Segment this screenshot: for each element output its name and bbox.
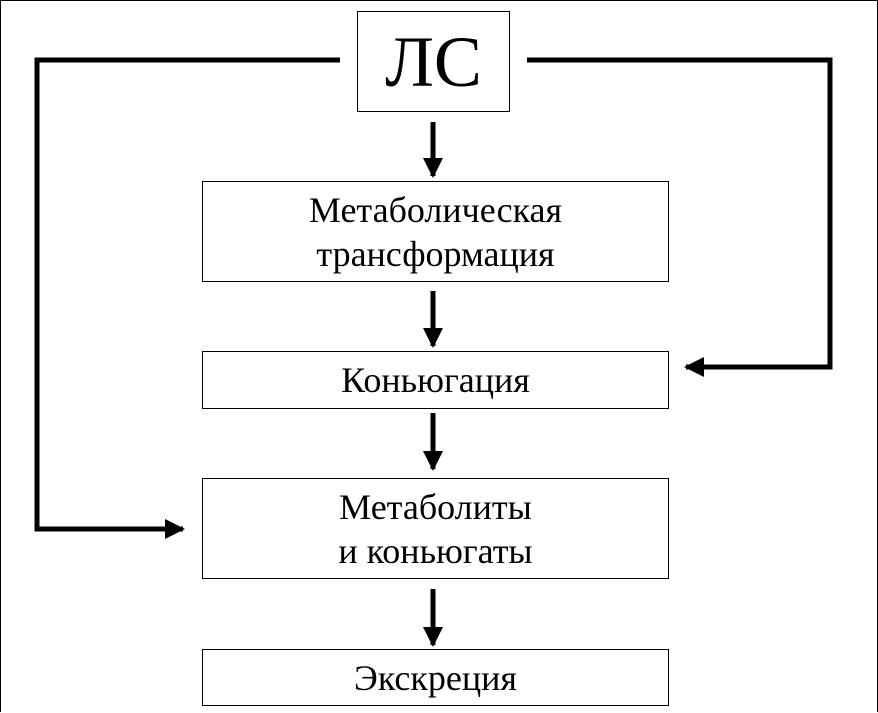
node-metabolic-transformation-label: Метаболическая трансформация [308, 189, 563, 274]
node-metabolic-transformation: Метаболическая трансформация [202, 181, 669, 282]
node-excretion-label: Экскреция [354, 657, 517, 698]
node-conjugation-label: Коньюгация [341, 360, 530, 400]
node-conjugation: Коньюгация [202, 351, 669, 409]
node-ls-label: ЛС [385, 21, 482, 102]
arrow-ls-to-conjugation [527, 57, 833, 377]
node-metabolites-and-conjugates-label: Метаболиты и коньюгаты [338, 486, 533, 571]
node-excretion: Экскреция [202, 649, 669, 706]
node-metabolites-and-conjugates: Метаболиты и коньюгаты [202, 478, 669, 579]
node-ls: ЛС [357, 11, 510, 112]
arrow-ls-to-metabolites [34, 57, 340, 539]
